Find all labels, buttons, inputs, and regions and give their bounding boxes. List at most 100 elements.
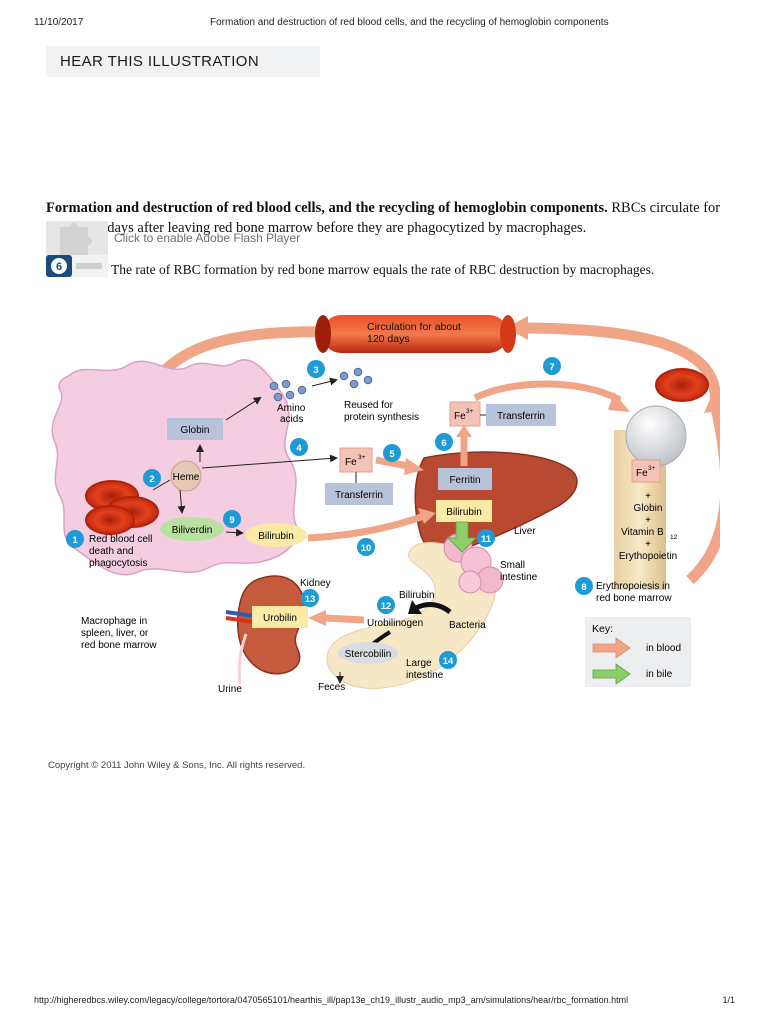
urobilin-box <box>252 606 308 628</box>
badge-2: 2 <box>149 474 154 485</box>
transferrin-box-1 <box>325 483 393 505</box>
biliverdin-pill <box>160 517 224 541</box>
amino-acids-label-2: acids <box>280 414 303 425</box>
vitamin-label: Vitamin B <box>621 527 664 538</box>
macrophage-label-3: red bone marrow <box>81 640 157 651</box>
stercobilin-pill <box>338 642 398 664</box>
step-badges <box>66 357 593 669</box>
reused-amino-dots <box>339 367 373 389</box>
fe-sup-2: 3+ <box>466 408 474 415</box>
heme-label: Heme <box>173 472 200 483</box>
bilirubin-label-1: Bilirubin <box>258 531 294 542</box>
badge-10: 10 <box>361 543 372 554</box>
key-blood-arrow-icon <box>592 637 631 659</box>
badge-1: 1 <box>72 535 78 546</box>
key-title: Key: <box>592 623 613 635</box>
badge-7: 7 <box>549 362 554 373</box>
urine-label: Urine <box>218 684 242 695</box>
badge-14: 14 <box>443 656 454 667</box>
fe-label-1: Fe <box>345 457 357 468</box>
rate-note: The rate of RBC formation by red bone ma… <box>111 262 655 277</box>
badge-12: 12 <box>381 601 392 612</box>
fe-sup-1: 3+ <box>358 454 366 461</box>
badge-4: 4 <box>296 443 302 454</box>
globin-box <box>167 418 223 440</box>
caption-rest: RBCs circulate for about 120 days after … <box>46 200 721 236</box>
plus-2: + <box>645 515 651 526</box>
bilirubin-label-3: Bilirubin <box>399 590 435 601</box>
transferrin-to-bone-arrow <box>473 380 622 404</box>
epo-label: Erythopoietin <box>619 551 677 562</box>
circulation-exit-arrow <box>519 322 720 406</box>
urobilinogen-label: Urobilinogen <box>367 618 423 629</box>
heme-circle <box>170 460 202 492</box>
bone-marrow <box>614 405 687 590</box>
fe-box-3 <box>631 459 661 483</box>
blood-vessel <box>315 315 516 353</box>
fe-label-3: Fe <box>636 468 648 479</box>
bilirubin-pill <box>245 523 307 547</box>
feces-label: Feces <box>318 682 345 693</box>
legend-key: Key: in blood in bile <box>585 617 691 687</box>
large-intestine-label-1: Large <box>406 658 432 669</box>
macrophage-label-2: spleen, liver, or <box>81 628 149 639</box>
audio-badge-icon: 6 <box>46 255 102 277</box>
ferritin-label: Ferritin <box>449 475 480 486</box>
key-bile-arrow-icon <box>592 663 631 685</box>
macrophage-label-1: Macrophage in <box>81 616 147 627</box>
circulation-label-2: 120 days <box>367 333 410 345</box>
step1-label-1: Red blood cell <box>89 534 152 545</box>
badge-5: 5 <box>389 449 395 460</box>
transferrin-label-2: Transferrin <box>497 411 545 422</box>
copyright-notice: Copyright © 2011 John Wiley & Sons, Inc.… <box>48 760 306 771</box>
key-blood-label: in blood <box>646 643 681 654</box>
step1-label-3: phagocytosis <box>89 558 147 569</box>
reused-label-2: protein synthesis <box>344 412 419 423</box>
print-page-number: 1/1 <box>722 995 735 1005</box>
kidney-label: Kidney <box>300 578 331 589</box>
fe-sup-3: 3+ <box>648 465 656 472</box>
step1-label-2: death and <box>89 546 134 557</box>
hear-button-label: HEAR THIS ILLUSTRATION <box>60 53 260 70</box>
globin-label: Globin <box>181 425 210 436</box>
badge-3: 3 <box>313 365 318 376</box>
fe-box-2 <box>449 401 481 427</box>
badge-9: 9 <box>229 515 234 526</box>
small-intestine-label-2: intestine <box>500 572 538 583</box>
fe-label-2: Fe <box>454 411 466 422</box>
circulation-label-1: Circulation for about <box>367 321 461 333</box>
audio-badge-number: 6 <box>56 261 62 273</box>
stercobilin-label: Stercobilin <box>345 649 392 660</box>
audio-controls[interactable]: 6 <box>46 255 108 277</box>
bacteria-label: Bacteria <box>449 620 486 631</box>
hear-this-illustration-button[interactable]: HEAR THIS ILLUSTRATION <box>46 46 320 77</box>
puzzle-icon <box>60 223 92 255</box>
rbc-cycle-diagram: Circulation for about 120 days Globin He… <box>51 315 720 695</box>
large-intestine-label-2: intestine <box>406 670 444 681</box>
fe-box-1 <box>339 447 373 473</box>
step8-label-1: Erythropoiesis in <box>596 581 670 592</box>
bacteria-conversion-arrow <box>414 602 452 615</box>
erythropoiesis-to-blood-arrow <box>686 407 720 585</box>
key-bile-label: in bile <box>646 669 673 680</box>
red-blood-cell-circulating <box>655 368 709 402</box>
transferrin-box-2 <box>486 404 556 426</box>
liver-label: Liver <box>514 526 536 537</box>
print-page-title: Formation and destruction of red blood c… <box>210 17 609 28</box>
plus-1: + <box>645 491 651 502</box>
print-footer-url: http://higheredbcs.wiley.com/legacy/coll… <box>34 995 629 1005</box>
caption-paragraph: Formation and destruction of red blood c… <box>46 198 746 238</box>
flash-enable-link[interactable]: Click to enable Adobe Flash Player <box>114 231 301 245</box>
ureter <box>237 633 248 685</box>
vitamin-subscript: 12 <box>670 534 678 541</box>
bile-arrow <box>447 521 477 553</box>
transferrin-label-1: Transferrin <box>335 490 383 501</box>
badge-11: 11 <box>481 534 492 545</box>
flash-plugin-placeholder[interactable] <box>46 221 108 255</box>
amino-acid-dots <box>269 379 307 402</box>
red-blood-cells-clump <box>85 480 159 535</box>
badge-13: 13 <box>305 594 316 605</box>
ferritin-box <box>438 468 492 490</box>
print-date: 11/10/2017 <box>34 17 84 28</box>
amino-acids-label-1: Amino <box>277 403 306 414</box>
